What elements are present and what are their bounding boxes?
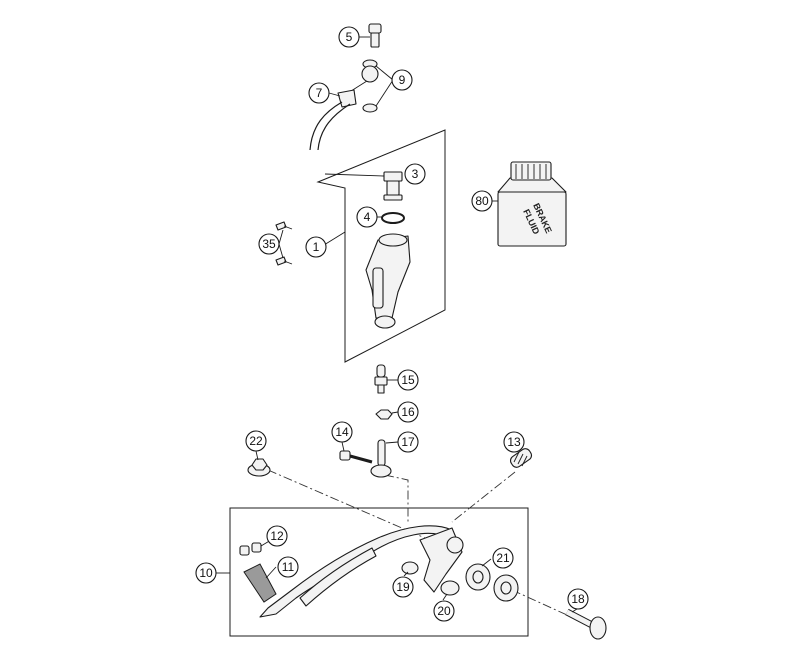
master-cylinder — [365, 233, 411, 329]
spacer-ring — [440, 580, 460, 596]
svg-text:13: 13 — [507, 435, 521, 449]
callout-16: 16 — [397, 401, 419, 423]
callout-20: 20 — [433, 600, 455, 622]
assembly-line-13 — [451, 471, 516, 523]
svg-text:20: 20 — [437, 604, 451, 618]
callout-22: 22 — [245, 430, 267, 452]
brake-pedal — [243, 525, 464, 618]
svg-text:21: 21 — [496, 551, 510, 565]
brake-hose — [309, 65, 379, 151]
pivot-bearings — [465, 563, 519, 602]
svg-text:15: 15 — [401, 373, 415, 387]
assembly-line-18 — [511, 589, 579, 621]
bleeder-valve — [374, 364, 388, 394]
svg-text:35: 35 — [262, 237, 276, 251]
callout-21: 21 — [492, 547, 514, 569]
svg-text:12: 12 — [270, 529, 284, 543]
callout-5: 5 — [338, 26, 360, 48]
reservoir-fitting — [383, 171, 403, 201]
callout-12: 12 — [266, 525, 288, 547]
svg-text:1: 1 — [313, 240, 320, 254]
pedal-bushings — [239, 542, 262, 556]
pivot-bushing — [401, 561, 419, 575]
svg-text:11: 11 — [282, 560, 295, 574]
brake-fluid-bottle: BRAKE FLUID — [497, 161, 567, 247]
callout-18: 18 — [567, 588, 589, 610]
svg-text:3: 3 — [412, 167, 419, 181]
svg-text:80: 80 — [475, 194, 489, 208]
callout-3: 3 — [404, 163, 426, 185]
callout-10: 10 — [195, 562, 217, 584]
svg-text:16: 16 — [401, 405, 415, 419]
assembly-line-22 — [267, 469, 426, 539]
mounting-screws — [275, 221, 293, 266]
return-spring — [509, 448, 533, 468]
o-ring — [381, 212, 405, 224]
svg-text:4: 4 — [364, 210, 371, 224]
push-rod — [370, 439, 392, 478]
clevis-bolt — [339, 450, 373, 464]
svg-text:5: 5 — [346, 30, 353, 44]
callout-13: 13 — [503, 431, 525, 453]
svg-text:22: 22 — [249, 434, 263, 448]
brake-pedal-frame — [229, 507, 529, 637]
callout-80: 80 — [471, 190, 493, 212]
flange-nut — [247, 458, 271, 477]
callout-35: 35 — [258, 233, 280, 255]
svg-text:17: 17 — [401, 435, 415, 449]
banjo-bolt — [368, 23, 382, 48]
master-cylinder-frame — [316, 129, 446, 363]
bottle-cap-ridges — [515, 164, 547, 179]
svg-text:18: 18 — [571, 592, 585, 606]
hex-nut — [375, 409, 393, 420]
callout-9: 9 — [391, 69, 413, 91]
callout-7: 7 — [308, 82, 330, 104]
callout-14: 14 — [331, 421, 353, 443]
callout-4: 4 — [356, 206, 378, 228]
svg-text:19: 19 — [396, 580, 410, 594]
callout-11: 11 — [277, 556, 299, 578]
svg-text:7: 7 — [316, 86, 323, 100]
callout-1: 1 — [305, 236, 327, 258]
svg-text:10: 10 — [199, 566, 213, 580]
callout-15: 15 — [397, 369, 419, 391]
svg-text:9: 9 — [399, 73, 406, 87]
assembly-line-17 — [384, 474, 409, 524]
callout-17: 17 — [397, 431, 419, 453]
sealing-washers — [362, 59, 378, 113]
svg-text:14: 14 — [335, 425, 349, 439]
callout-19: 19 — [392, 576, 414, 598]
pivot-bolt — [565, 608, 607, 640]
